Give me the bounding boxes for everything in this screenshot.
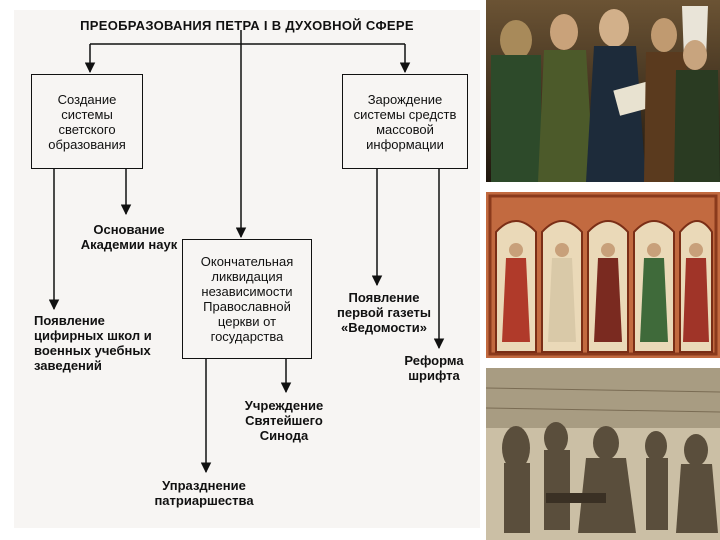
assembly-engraving <box>486 368 720 540</box>
box-church-independence: Окончательная ликвидация независимости П… <box>182 239 312 359</box>
label-academy: Основание Академии наук <box>70 222 188 252</box>
clergy-assembly-painting <box>486 0 720 182</box>
label-synod: Учреждение Святейшего Синода <box>229 398 339 443</box>
patriarchs-portraits-panel <box>486 192 720 358</box>
label-schools: Появление цифирных школ и военных учебны… <box>34 313 156 373</box>
box-secular-education: Создание системы светского образования <box>31 74 143 169</box>
label-font-reform: Реформа шрифта <box>398 353 470 383</box>
box-mass-media: Зарождение системы средств массовой инфо… <box>342 74 468 169</box>
label-newspaper: Появление первой газеты «Ведомости» <box>332 290 436 335</box>
label-patriarchate: Упразднение патриаршества <box>144 478 264 508</box>
diagram: ПРЕОБРАЗОВАНИЯ ПЕТРА I В ДУХОВНОЙ СФЕРЕ … <box>14 10 480 528</box>
